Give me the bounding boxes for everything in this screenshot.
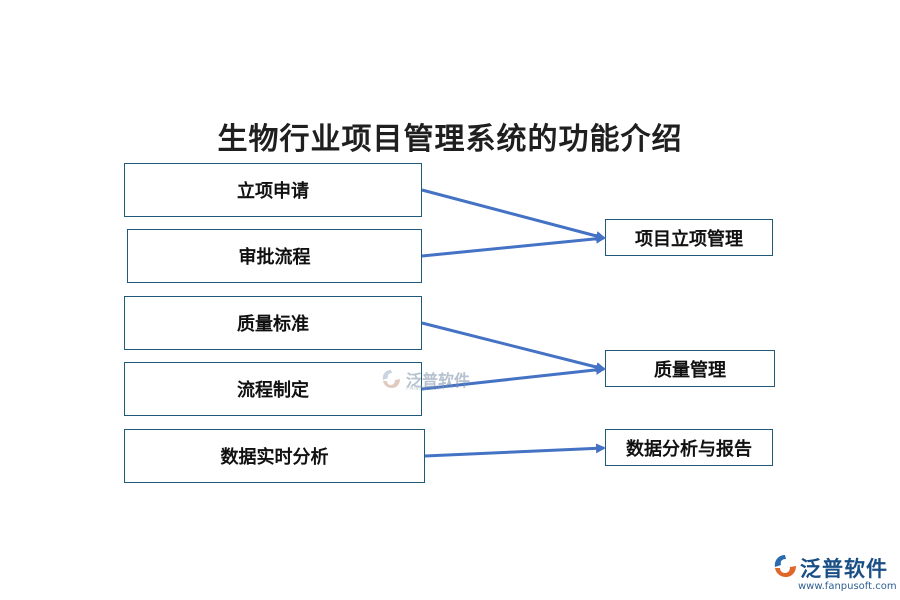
brand-name: 泛普软件 [800,557,888,581]
left-box-1: 立项申请 [124,163,422,217]
watermark-text: 泛普软件 [406,371,471,390]
arrow-1 [421,188,606,241]
watermark-sub: FANPUSOFT [406,385,446,392]
diagram-title: 生物行业项目管理系统的功能介绍 [217,122,683,157]
left-box-4: 流程制定 [124,362,422,416]
arrow-5 [424,443,606,458]
brand-logo: 泛普软件 www.fanpusoft.com [772,553,897,593]
left-box-2: 审批流程 [127,229,422,283]
right-box-label: 质量管理 [654,359,726,381]
left-box-5: 数据实时分析 [124,429,425,483]
left-box-label: 审批流程 [238,247,311,268]
fanpu-logo-icon [382,370,400,388]
right-box-label: 数据分析与报告 [626,438,752,460]
right-box-label: 项目立项管理 [635,228,743,250]
right-box-1: 项目立项管理 [605,219,773,256]
right-box-2: 质量管理 [605,350,775,387]
left-box-label: 质量标准 [237,314,309,335]
right-box-3: 数据分析与报告 [605,429,773,466]
left-box-label: 立项申请 [237,181,309,202]
left-box-3: 质量标准 [124,296,422,350]
arrow-2 [421,233,606,258]
left-box-label: 流程制定 [237,380,309,401]
watermark: 泛普软件 FANPUSOFT [380,367,471,392]
left-box-label: 数据实时分析 [220,447,329,468]
brand-url: www.fanpusoft.com [798,581,897,592]
arrow-3 [421,321,606,372]
fanpu-logo-icon [774,555,796,577]
